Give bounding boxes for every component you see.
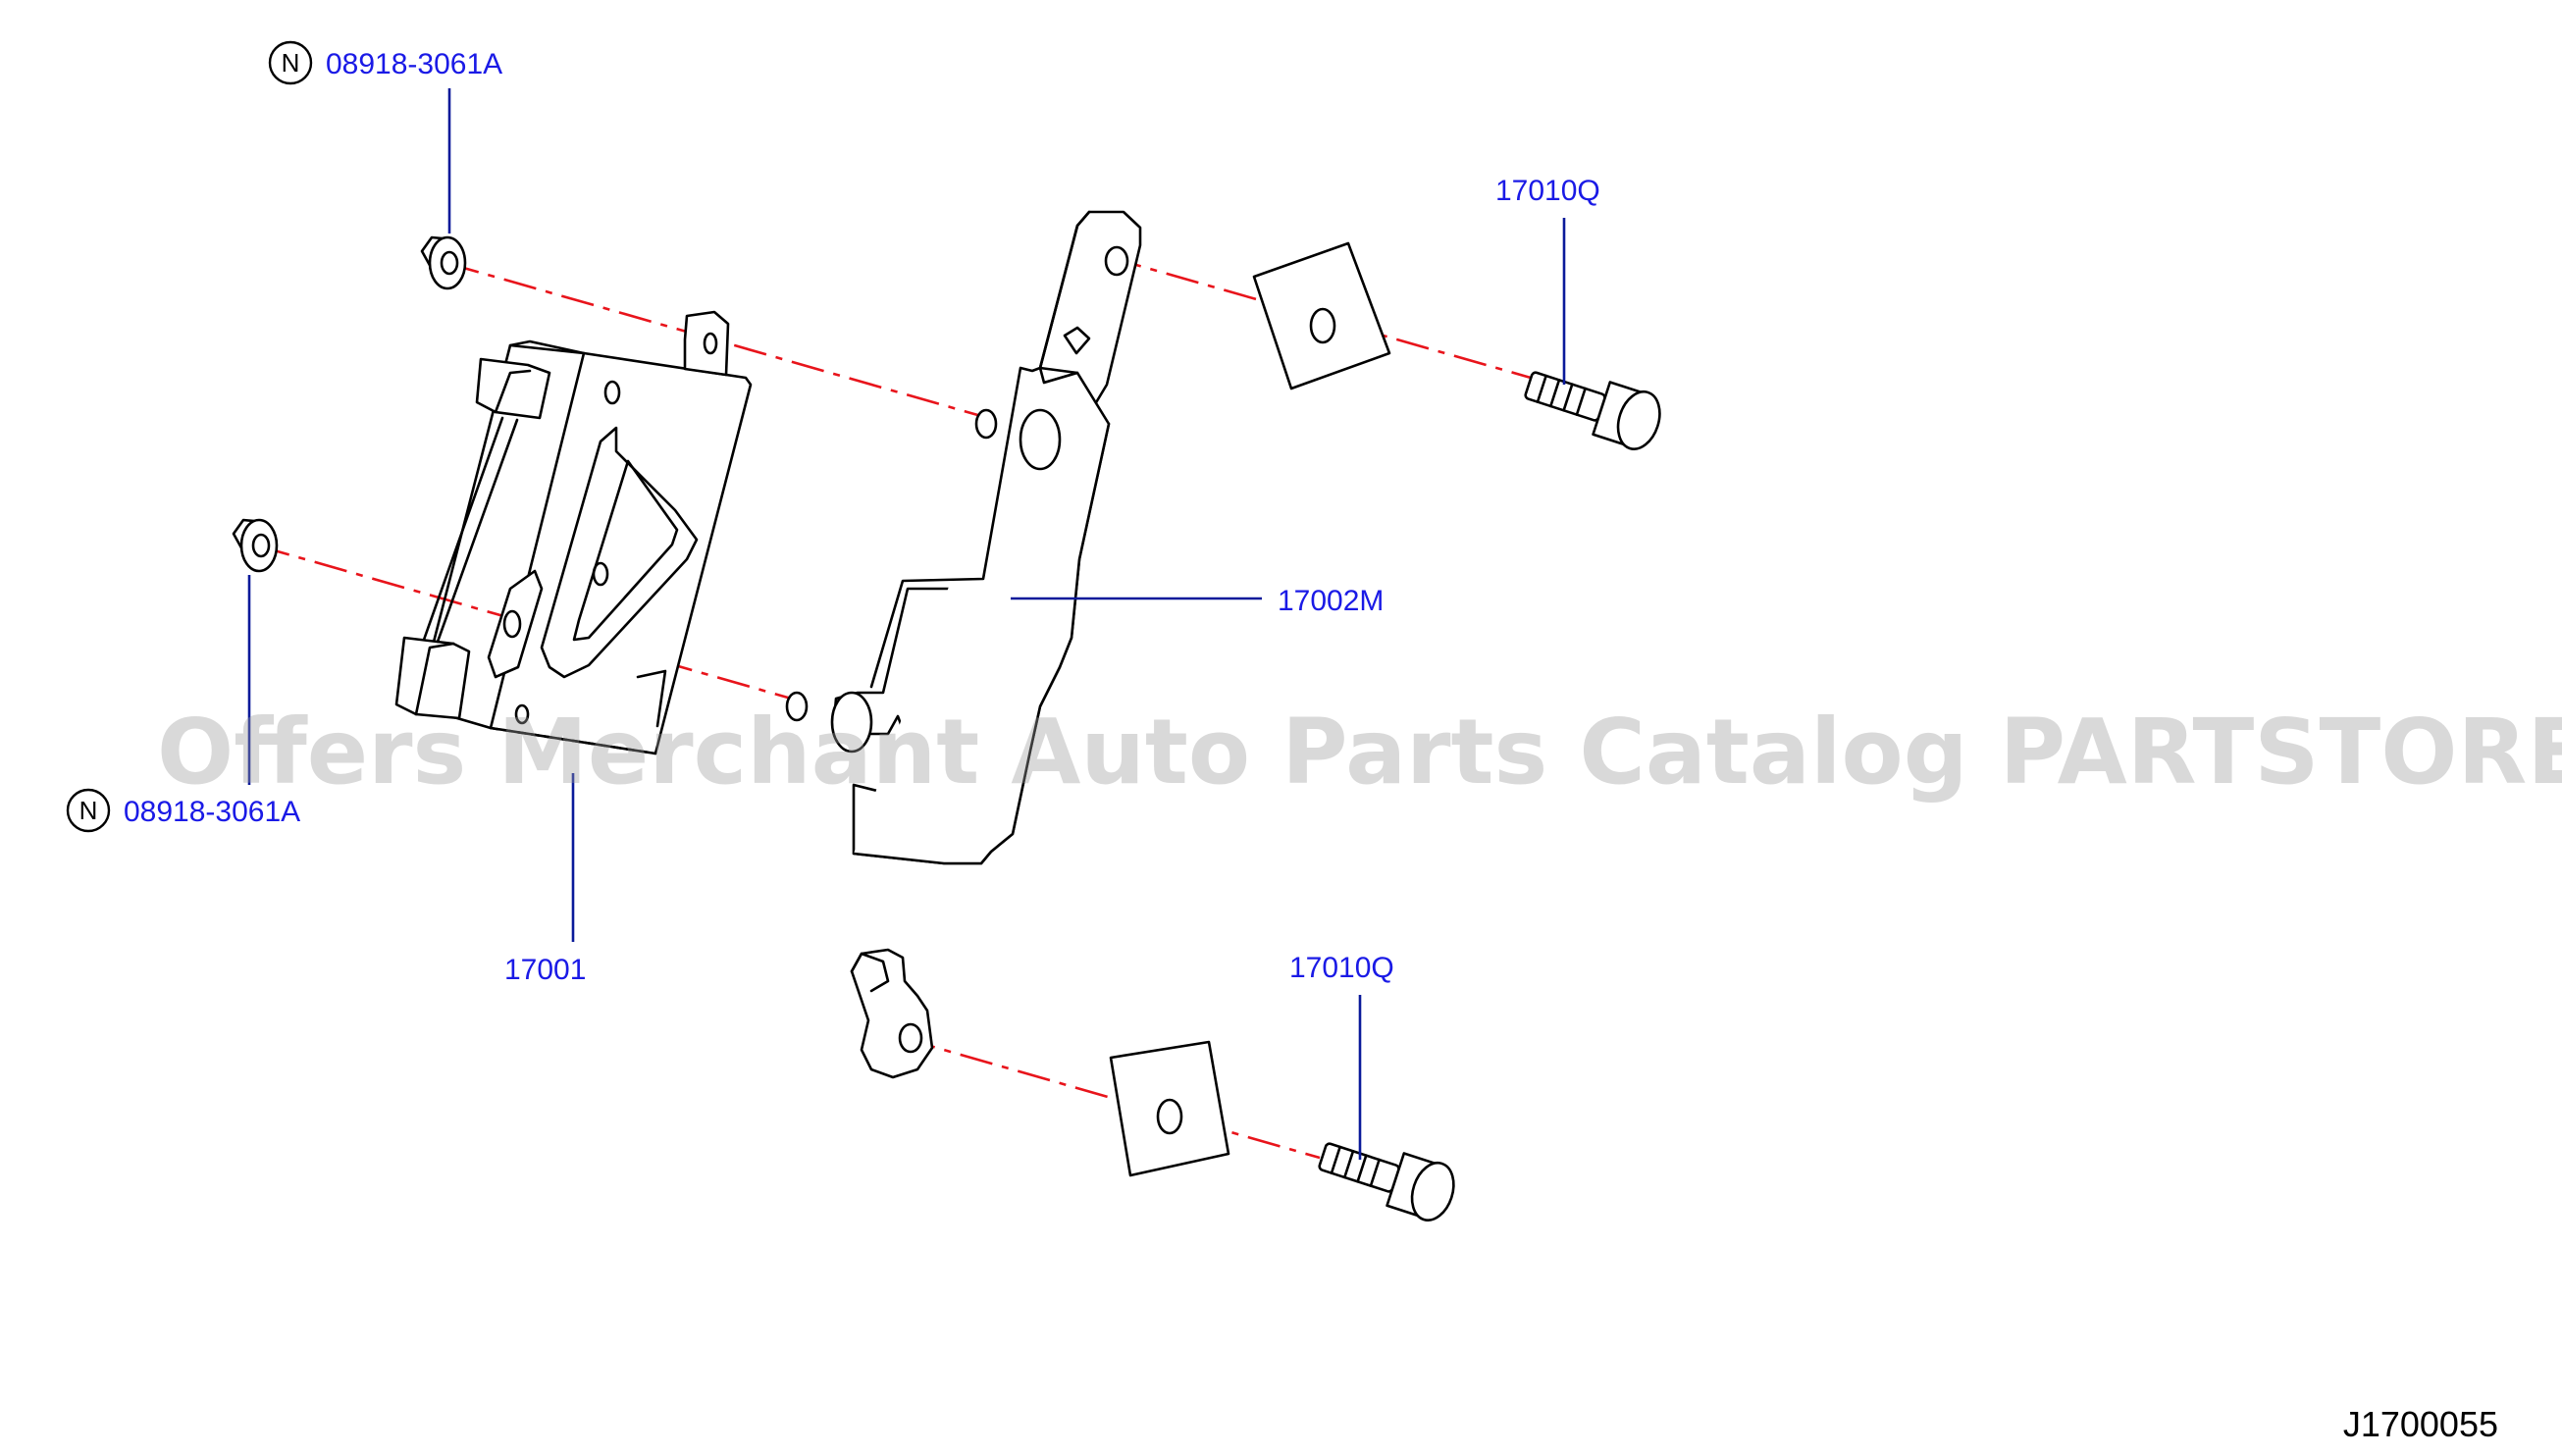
axis-bolt-top xyxy=(1108,255,1532,380)
callout-bracket[interactable]: 17002M xyxy=(1278,585,1384,617)
callout-nut-bottom[interactable]: N 08918-3061A xyxy=(66,788,300,833)
diagram-code: J1700055 xyxy=(2343,1404,2498,1444)
assembly-axis-lines xyxy=(256,255,1532,1160)
square-clip-bottom[interactable] xyxy=(1109,1040,1230,1177)
axis-nut-bottom xyxy=(256,544,796,702)
callout-ecu-unit[interactable]: 17001 xyxy=(504,954,586,986)
standard-part-mark: N xyxy=(79,796,98,825)
flange-nut-top[interactable] xyxy=(420,235,467,290)
bolt-top[interactable] xyxy=(1520,356,1667,454)
standard-part-mark-icon xyxy=(268,40,313,85)
callout-bolt-bottom[interactable]: 17010Q xyxy=(1289,952,1394,984)
mounting-bracket[interactable] xyxy=(832,210,1142,1079)
ecu-unit[interactable] xyxy=(394,310,753,755)
leader-lines xyxy=(247,88,1566,1160)
bolt-bottom[interactable] xyxy=(1314,1127,1461,1225)
axis-nut-top xyxy=(445,261,982,418)
part-number-label: 08918-3061A xyxy=(124,796,300,828)
axis-bolt-bottom xyxy=(902,1036,1321,1160)
watermark-text: Offers Merchant Auto Parts Catalog PARTS… xyxy=(157,700,2562,805)
bracket-studs xyxy=(785,408,1062,754)
square-clip-top[interactable] xyxy=(1252,241,1391,390)
standard-part-mark-icon xyxy=(66,788,111,833)
flange-nut-bottom[interactable] xyxy=(232,518,279,573)
callout-nut-top[interactable]: N 08918-3061A xyxy=(268,40,502,85)
callout-bolt-top[interactable]: 17010Q xyxy=(1495,175,1600,207)
standard-part-mark: N xyxy=(282,48,300,78)
part-number-label: 08918-3061A xyxy=(326,48,502,80)
